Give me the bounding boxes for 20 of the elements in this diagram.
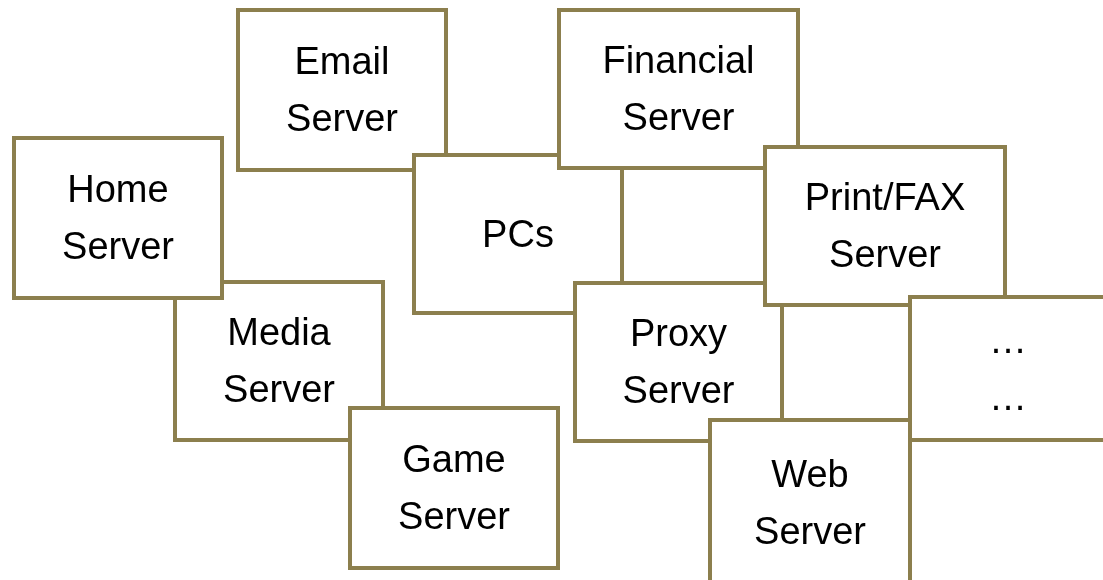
server-box [12,136,224,300]
box-label: Financial Server [602,38,755,140]
box-label: Print/FAX Server [804,175,966,277]
box-label: Proxy Server [622,311,735,413]
server-box [236,8,448,172]
server-box [173,280,385,442]
box-label: Home Server [62,167,174,269]
box-label: … … [989,317,1027,420]
server-box [573,281,784,443]
server-box [908,295,1103,442]
server-box [557,8,800,170]
box-label: PCs [482,211,554,257]
box-label: Email Server [286,39,398,141]
server-box [763,145,1007,307]
server-box [708,418,912,580]
box-label: Game Server [398,437,510,539]
server-box [412,153,624,315]
server-box [348,406,560,570]
box-label: Media Server [223,310,335,412]
box-label: Web Server [754,452,866,554]
